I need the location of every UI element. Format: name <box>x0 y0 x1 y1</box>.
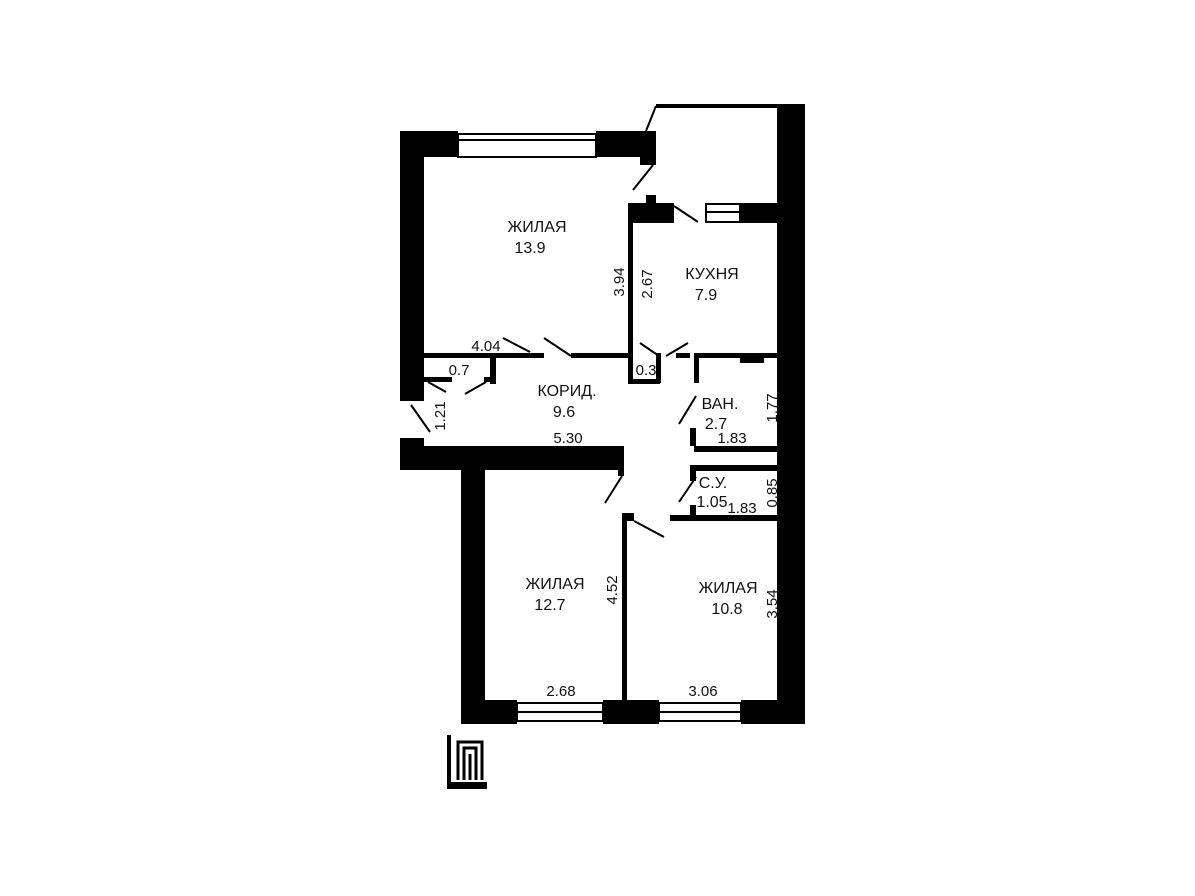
bath-area: 2.7 <box>705 416 727 433</box>
dim-bath-depth: 1.77 <box>764 393 781 422</box>
door-wc <box>678 476 697 503</box>
wall-right <box>777 104 805 724</box>
kitchen-bottom-stub <box>676 353 690 358</box>
dim-wc-depth: 0.85 <box>764 478 781 507</box>
wc-left-upper <box>690 465 696 481</box>
door-living3 <box>633 520 665 538</box>
room-labels: ЖИЛАЯ 13.9 КУХНЯ 7.9 КОРИД. 9.6 ВАН. 2.7… <box>508 219 758 618</box>
bath-left-upper <box>694 353 699 383</box>
wall-living1-bottom-right <box>571 353 633 358</box>
dim-living1-depth: 3.94 <box>611 267 628 296</box>
wall-living3-door-stub <box>622 513 634 521</box>
wall-living2-left <box>461 470 485 724</box>
dim-living1-width: 4.04 <box>471 338 500 355</box>
dim-corridor-length: 5.30 <box>553 430 582 447</box>
door-closet-b <box>464 381 487 395</box>
niche-right <box>656 353 661 383</box>
bath-name: ВАН. <box>702 396 739 413</box>
wall-living1-kitchen <box>628 203 633 358</box>
dim-closet: 0.7 <box>449 362 470 379</box>
living1-area: 13.9 <box>514 240 545 257</box>
logo-base <box>447 782 487 789</box>
logo-bg <box>447 725 487 789</box>
closet-bottom-right <box>484 377 496 382</box>
wc-bottom <box>670 515 780 521</box>
corridor-area: 9.6 <box>553 404 575 421</box>
dim-living3-width: 3.06 <box>688 683 717 700</box>
bath-vent <box>740 353 764 363</box>
wall-bottom-left <box>461 700 517 724</box>
dim-living2-width: 2.68 <box>546 683 575 700</box>
wall-living2-living3 <box>622 513 627 703</box>
wall-top-left <box>400 131 458 157</box>
wall-top-corner <box>640 131 656 165</box>
logo-mark <box>456 740 484 780</box>
dimension-labels: 4.04 0.7 0.3 5.30 1.83 1.83 2.68 3.06 3.… <box>432 267 781 700</box>
wall-top-mid <box>596 131 648 157</box>
door-entrance <box>410 404 431 433</box>
closet-bottom-left <box>424 377 452 382</box>
logo <box>447 725 487 789</box>
dim-niche: 0.3 <box>636 362 657 379</box>
dim-bath-width: 1.83 <box>717 430 746 447</box>
door-closet-a <box>427 381 447 393</box>
wall-bottom-mid <box>603 700 659 724</box>
door-living1-b <box>502 337 531 353</box>
wall-living1-bottom-left <box>424 353 544 358</box>
niche-bottom <box>628 379 660 384</box>
wall-left-upper <box>400 131 424 401</box>
door-living2 <box>604 475 623 504</box>
wc-name: С.У. <box>699 475 727 492</box>
walls <box>400 104 805 724</box>
living1-name: ЖИЛАЯ <box>508 219 567 236</box>
window-living1 <box>457 139 597 158</box>
door-living1 <box>543 337 572 357</box>
dim-entrance: 1.21 <box>432 401 449 430</box>
doors <box>410 164 699 538</box>
dim-kitchen-depth: 2.67 <box>639 269 656 298</box>
living3-name: ЖИЛАЯ <box>699 580 758 597</box>
door-kitchen-a <box>639 342 660 357</box>
wall-corridor-bottom <box>400 446 624 470</box>
door-kitchen-b <box>665 342 689 357</box>
living3-area: 10.8 <box>711 601 742 618</box>
wc-left-lower <box>690 505 696 521</box>
kitchen-top-wall-left <box>630 203 674 223</box>
wall-bottom-right <box>741 700 805 724</box>
bath-bottom <box>694 446 780 452</box>
wc-area: 1.05 <box>696 494 727 511</box>
bath-top <box>694 353 780 358</box>
kitchen-column <box>646 195 656 205</box>
door-bath <box>678 395 697 425</box>
corridor-name: КОРИД. <box>537 383 596 400</box>
door-balcony <box>632 164 654 191</box>
bath-left-lower <box>690 428 696 446</box>
balcony-top <box>656 104 805 108</box>
wc-top <box>690 465 780 471</box>
niche-left <box>628 358 633 383</box>
kitchen-area: 7.9 <box>695 287 717 304</box>
dim-living2-depth: 4.52 <box>604 575 621 604</box>
dim-living3-depth: 3.54 <box>764 589 781 618</box>
door-kitchen-balcony <box>673 205 699 223</box>
balcony-edge <box>645 105 657 132</box>
living2-name: ЖИЛАЯ <box>526 576 585 593</box>
logo-bar-1 <box>447 735 451 785</box>
kitchen-top-wall-right <box>740 203 780 223</box>
wall-corridor-bottom-end <box>618 446 624 476</box>
dim-wc-width: 1.83 <box>727 500 756 517</box>
closet-right <box>490 358 496 384</box>
kitchen-name: КУХНЯ <box>685 266 738 283</box>
living2-area: 12.7 <box>534 597 565 614</box>
